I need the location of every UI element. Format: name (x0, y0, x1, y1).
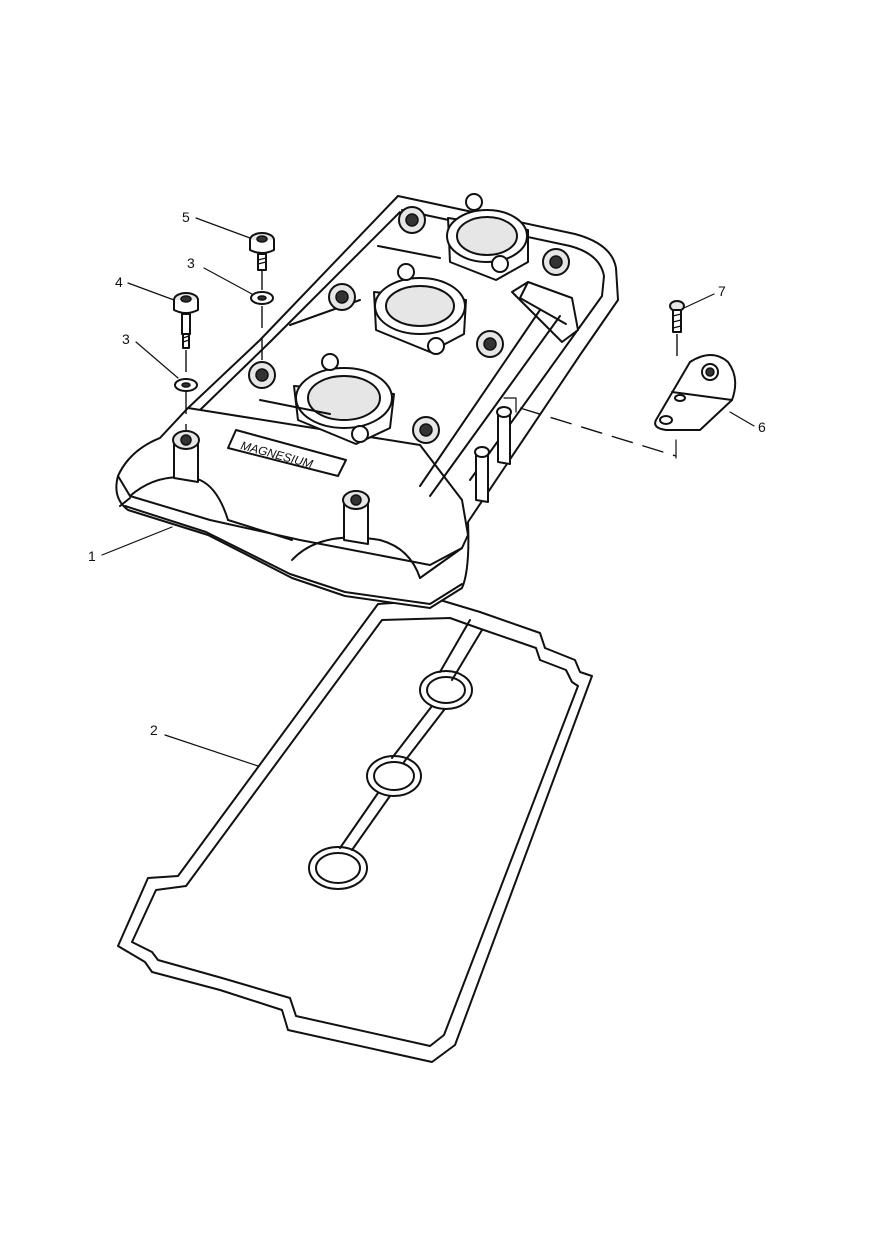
callout-2: 2 (150, 722, 158, 738)
bolt-part-7 (669, 300, 685, 333)
assembly-lines (185, 270, 678, 459)
bolt-part-5 (249, 232, 275, 271)
cam-cover-gasket (117, 599, 593, 1063)
spark-plug-well-1 (446, 193, 529, 281)
callout-leaders (101, 217, 755, 767)
cam-cover: MAGNESIUM (115, 193, 619, 609)
callout-5: 5 (182, 209, 190, 225)
bolt-part-4 (173, 292, 199, 349)
bracket-part-6 (654, 354, 737, 431)
cover-front-pillars (172, 397, 517, 545)
washer-part-3-upper (250, 291, 274, 305)
callout-3-lower: 3 (122, 331, 130, 347)
spark-plug-well-2 (373, 263, 467, 355)
callout-4: 4 (115, 274, 123, 290)
cover-bolt-holes (248, 206, 570, 444)
callout-6: 6 (758, 419, 766, 435)
callout-3-upper: 3 (187, 255, 195, 271)
callout-1: 1 (88, 548, 96, 564)
washer-part-3-lower (174, 378, 198, 392)
magnesium-badge (227, 429, 347, 477)
callout-7: 7 (718, 283, 726, 299)
